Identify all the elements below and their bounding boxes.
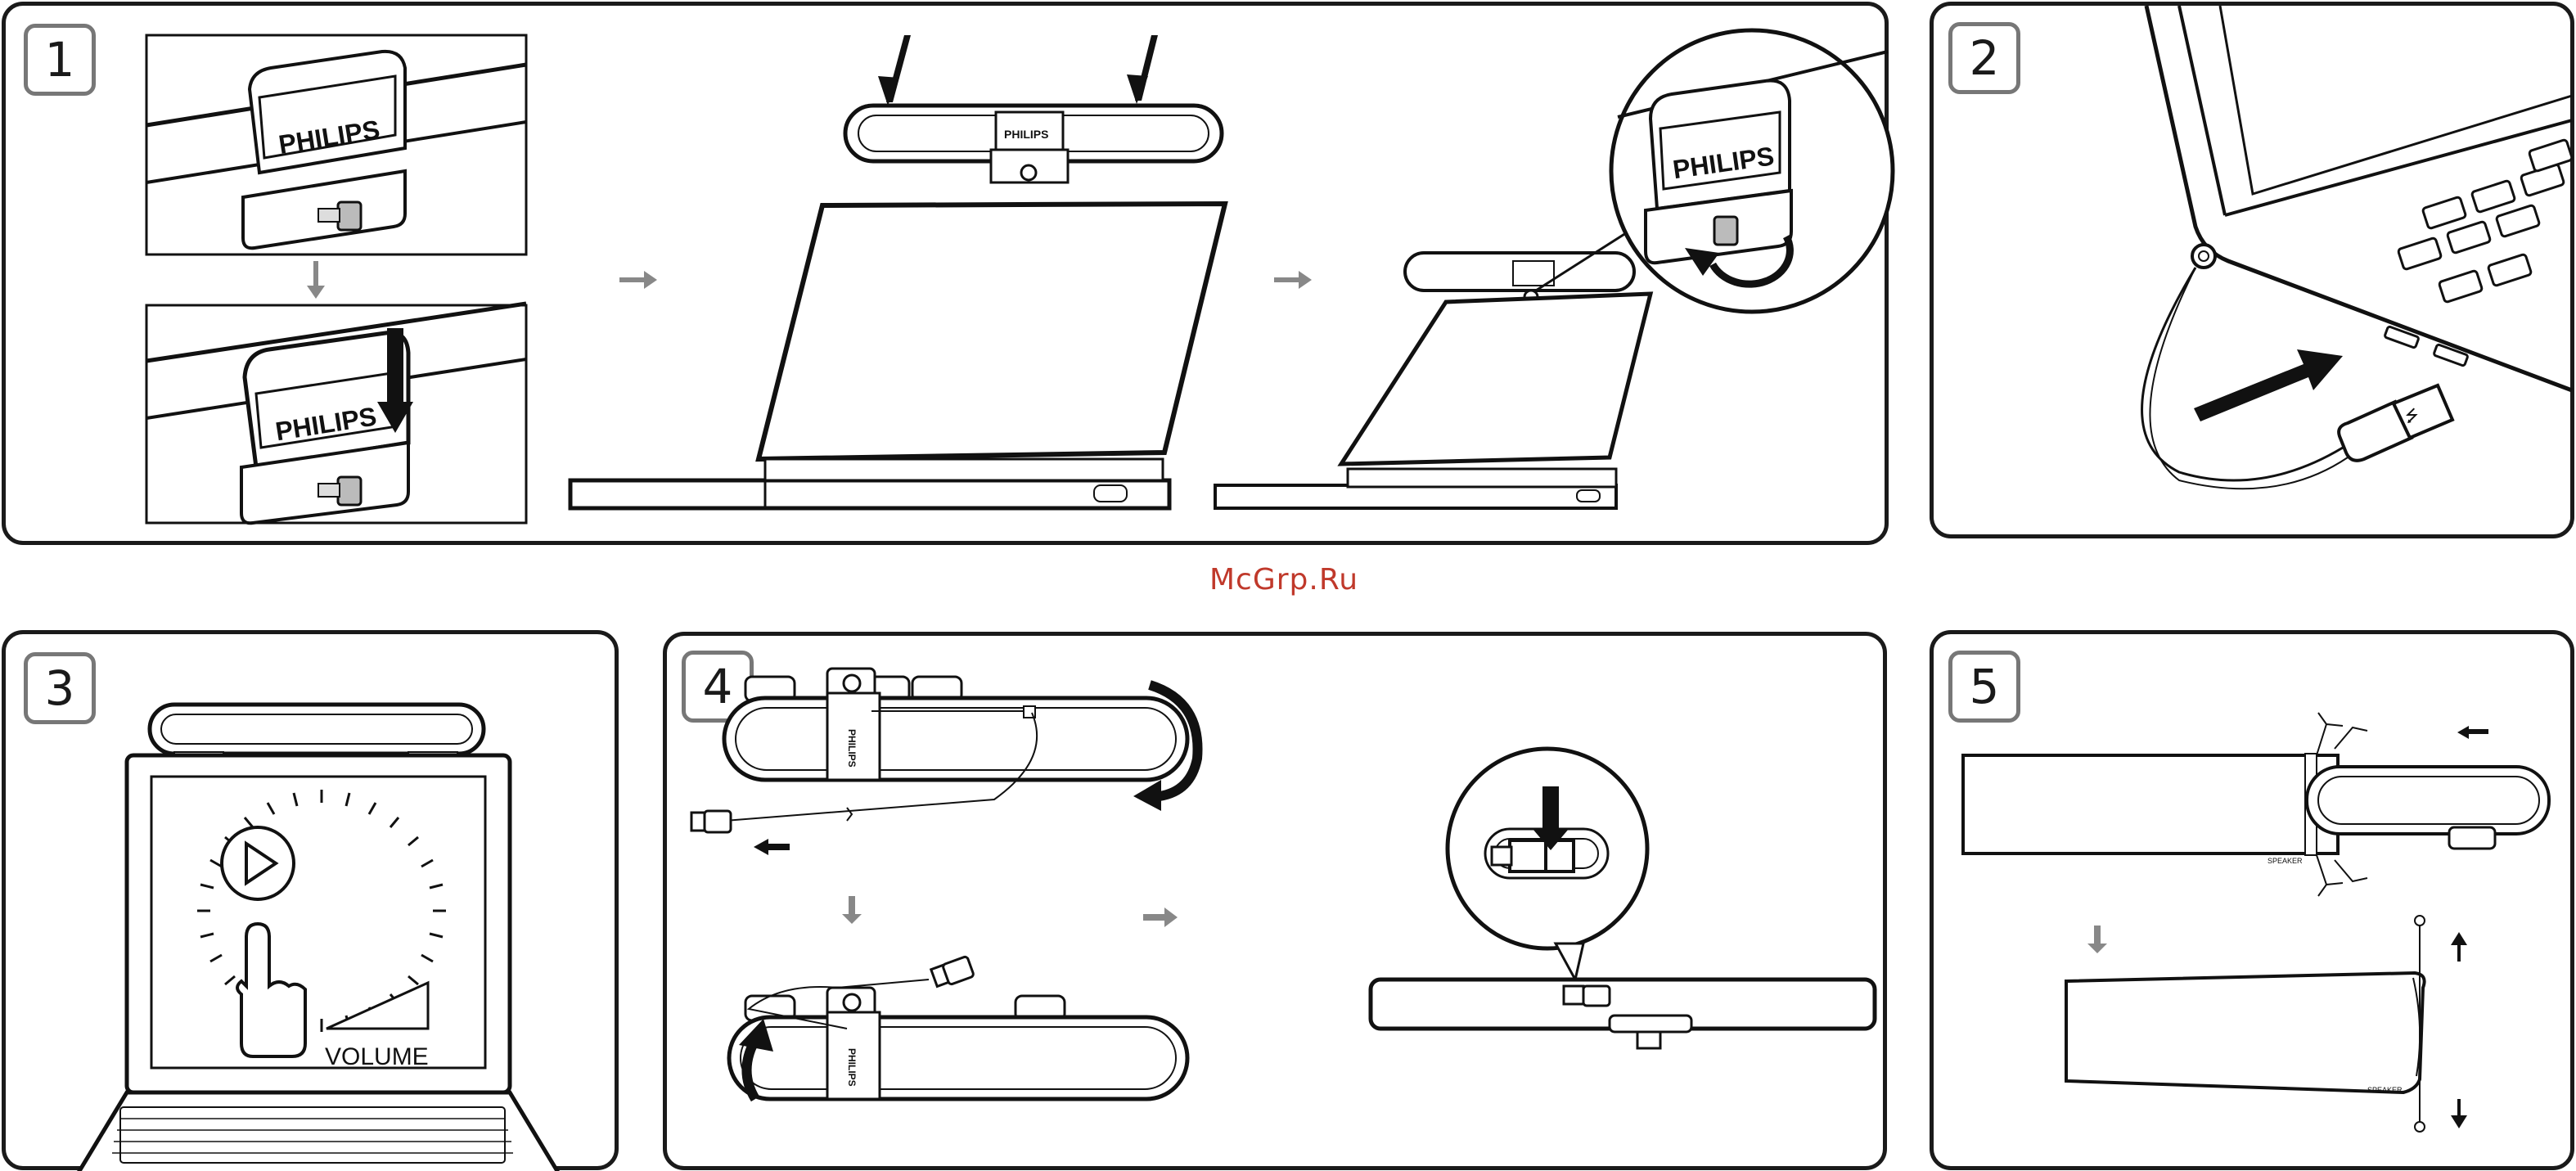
- tighten-screw-illustration: PHILIPS: [1209, 27, 1888, 518]
- clip-mount-inset-bottom: PHILIPS: [145, 304, 528, 525]
- down-arrow-icon: [307, 261, 325, 300]
- svg-text:PHILIPS: PHILIPS: [1004, 128, 1048, 141]
- volume-label: VOLUME: [325, 1043, 429, 1070]
- cable-unwind-illustration: PHILIPS PHILIPS: [667, 636, 1886, 1168]
- usb-symbol-step2: ⭍: [2405, 406, 2419, 426]
- svg-text:PHILIPS: PHILIPS: [846, 729, 858, 768]
- play-and-volume-illustration: PHILIPS: [6, 634, 619, 1170]
- pouch-label-1: SPEAKER: [2268, 857, 2303, 865]
- step-2-panel: 2 ⭍: [1930, 2, 2574, 538]
- pouch-label-2: SPEAKER: [2367, 1086, 2403, 1094]
- step-5-panel: 5 SPEAKER SPEAKER: [1930, 630, 2574, 1170]
- step-1-badge: 1: [24, 24, 96, 96]
- step-4-panel: 4 PHILIPS PHILIPS: [663, 632, 1887, 1170]
- speaker-on-laptop-illustration: PHILIPS: [562, 27, 1184, 518]
- step-3-panel: 3 PHILIPS: [2, 630, 619, 1170]
- step-1-panel: 1 PHILIPS PHILIPS: [2, 2, 1889, 545]
- usb-plug-into-laptop-illustration: ⭍: [1934, 6, 2572, 538]
- watermark: McGrp.Ru: [1209, 563, 1358, 597]
- step-1-number: 1: [45, 32, 75, 88]
- svg-text:PHILIPS: PHILIPS: [846, 1048, 858, 1087]
- clip-mount-inset-top: PHILIPS: [145, 34, 528, 256]
- pouch-storage-illustration: SPEAKER SPEAKER: [1934, 634, 2572, 1166]
